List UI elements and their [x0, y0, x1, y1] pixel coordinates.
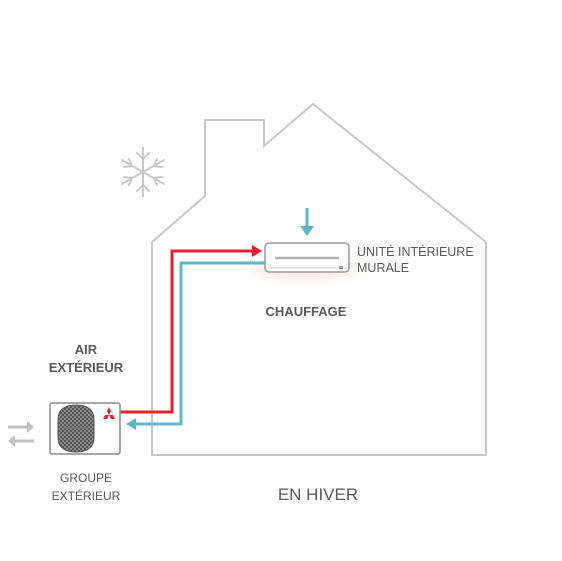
- brand-logo-icon: [103, 407, 115, 419]
- season-label: EN HIVER: [277, 485, 359, 504]
- outdoor-unit: [49, 402, 121, 455]
- house-outline: [151, 102, 487, 456]
- indoor-unit-label-line2: MURALE: [357, 261, 410, 275]
- outdoor-unit-label: GROUPE EXTÉRIEUR: [36, 469, 136, 505]
- indoor-unit-label-line1: UNITÉ INTÉRIEURE: [357, 245, 474, 259]
- outdoor-air-label: AIR EXTÉRIEUR: [40, 341, 132, 377]
- outdoor-unit-label-line1: GROUPE: [59, 471, 112, 485]
- outdoor-unit-label-line2: EXTÉRIEUR: [51, 489, 121, 503]
- snowflake-icon: [121, 147, 165, 197]
- outdoor-air-label-line2: EXTÉRIEUR: [48, 360, 124, 375]
- cold-refrigerant-pipe: [134, 261, 265, 426]
- cold-pipe-arrowhead: [126, 418, 136, 430]
- hot-pipe-arrowhead: [252, 245, 262, 257]
- hot-refrigerant-pipe: [120, 249, 254, 414]
- outdoor-air-label-line1: AIR: [74, 342, 98, 357]
- mode-label: CHAUFFAGE: [265, 304, 347, 319]
- indoor-unit-label: UNITÉ INTÉRIEURE MURALE: [357, 244, 474, 276]
- indoor-wall-unit: [264, 242, 350, 273]
- exchange-arrows-icon: [8, 421, 34, 447]
- air-intake-arrow-icon: [300, 208, 314, 236]
